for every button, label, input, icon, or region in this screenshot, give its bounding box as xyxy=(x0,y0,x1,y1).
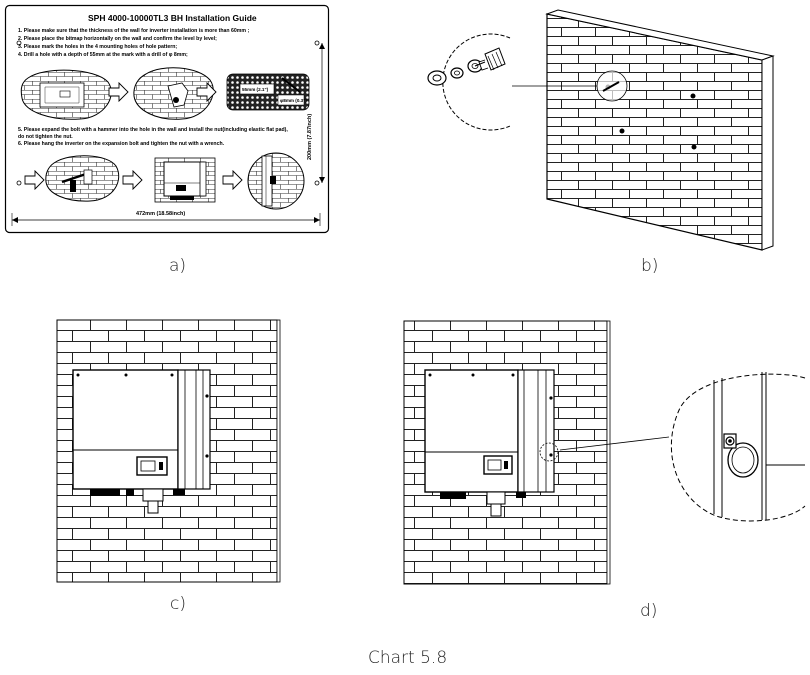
panel-c-mounted-inverter xyxy=(56,319,281,583)
arrow-icon xyxy=(196,81,217,103)
guide-step: 1. Please make sure that the thickness o… xyxy=(18,28,250,34)
drill-hole xyxy=(619,128,625,134)
mount-hole-mark xyxy=(16,40,22,46)
mount-hole-mark xyxy=(314,180,320,186)
figure-caption: Chart 5.8 xyxy=(368,648,448,668)
drill-hole xyxy=(691,144,697,150)
nut-highlight xyxy=(539,442,559,462)
wall-blob-2 xyxy=(133,67,214,120)
mount-hole-mark xyxy=(314,40,320,46)
guide-step: do not tighten the nut. xyxy=(18,134,73,140)
drill-hole xyxy=(690,93,696,99)
wall-blob-1 xyxy=(20,69,112,120)
drill-depth-label: 55mm (2.1") xyxy=(242,87,269,92)
expansion-bolt-detail xyxy=(427,33,511,131)
guide-step: 5. Please expand the bolt with a hammer … xyxy=(18,127,288,133)
inverter-body xyxy=(72,369,211,514)
arrow-icon xyxy=(108,81,129,103)
panel-b-wall xyxy=(427,9,775,251)
bolt-detail-circle xyxy=(247,152,305,210)
wall-blob-3 xyxy=(45,155,120,202)
nut-detail-magnifier xyxy=(671,372,806,522)
inverter-body xyxy=(424,369,555,517)
inverter-on-wall-sketch xyxy=(154,157,216,203)
panel-d-tighten-nut xyxy=(403,320,806,585)
drill-bit-detail xyxy=(226,73,310,111)
panel-a-guide xyxy=(4,4,330,234)
caption-a: a) xyxy=(169,256,187,276)
arrow-icon xyxy=(222,169,243,191)
guide-step: 3. Please mark the holes in the 4 mounti… xyxy=(18,44,178,50)
drill-diameter-label: φ8mm (0.3") xyxy=(280,98,307,103)
width-dimension-label: 472mm (18.58inch) xyxy=(136,211,186,217)
arrow-icon xyxy=(24,169,45,191)
guide-step: 6. Please hang the inverter on the expan… xyxy=(18,141,225,147)
guide-step: 4. Drill a hole with a depth of 55mm at … xyxy=(18,52,188,58)
caption-c: c) xyxy=(170,594,186,614)
nut-and-washer xyxy=(723,433,759,478)
arrow-icon xyxy=(122,169,143,191)
guide-title: SPH 4000-10000TL3 BH Installation Guide xyxy=(88,13,257,23)
caption-b: b) xyxy=(641,256,659,276)
guide-step: 2. Please place the bitmap horizontally … xyxy=(18,36,217,42)
caption-d: d) xyxy=(640,601,658,621)
mount-hole-mark xyxy=(16,180,22,186)
height-dimension-label: 200mm (7.87inch) xyxy=(307,113,313,160)
